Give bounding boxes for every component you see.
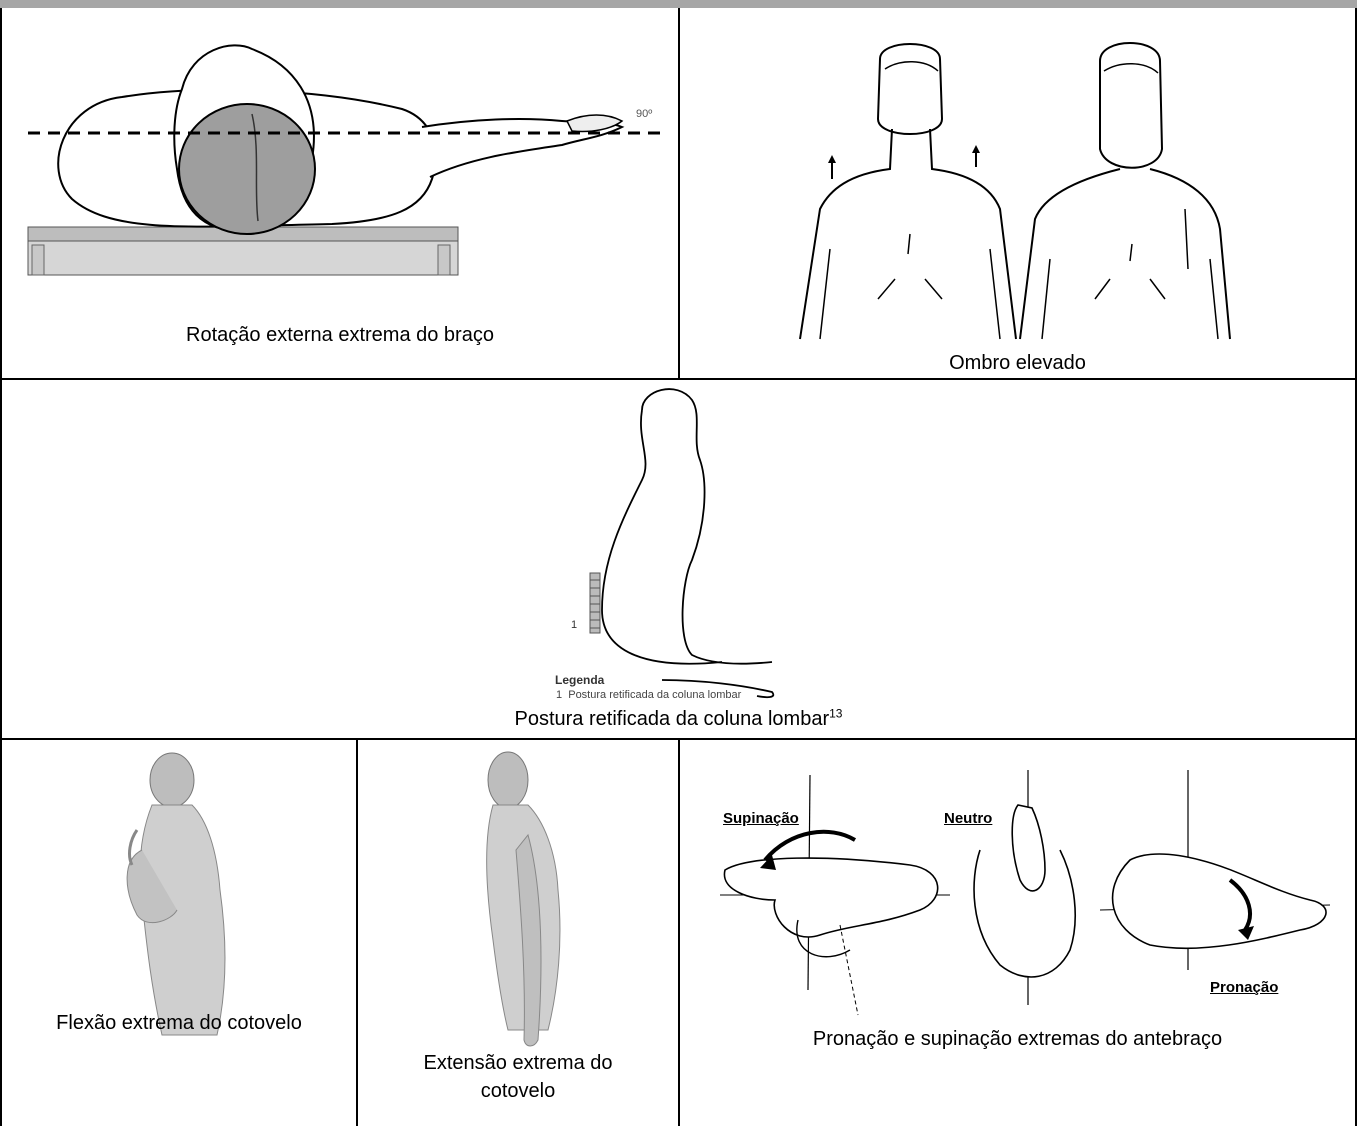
elbow-flexion-illustration [2, 740, 356, 1040]
table-header-strip [0, 0, 1357, 8]
legend-marker: 1 [571, 619, 577, 631]
cell-ombro-elevado: Ombro elevado [680, 9, 1355, 378]
cell-postura-lombar: 1 Legenda 1 Postura retificada da coluna… [2, 380, 1355, 738]
label-supinacao: Supinação [723, 810, 799, 827]
caption-rotacao: Rotação externa extrema do braço [2, 322, 678, 348]
lumbar-posture-illustration [542, 380, 942, 680]
legend-item: 1 Postura retificada da coluna lombar [556, 689, 741, 701]
caption-postura-text: Postura retificada da coluna lombar [515, 708, 830, 730]
caption-ombro: Ombro elevado [680, 350, 1355, 376]
caption-postura: Postura retificada da coluna lombar13 [2, 706, 1355, 732]
cell-rotacao-externa: 90º Rotação externa extrema do braço [2, 9, 678, 378]
label-pronacao: Pronação [1210, 979, 1278, 996]
label-neutro: Neutro [944, 810, 992, 827]
legend-title: Legenda [555, 673, 604, 687]
cell-flexao-cotovelo: Flexão extrema do cotovelo [2, 740, 356, 1126]
elbow-extension-illustration [358, 740, 678, 1050]
caption-postura-ref: 13 [829, 706, 842, 720]
caption-extensao-1: Extensão extrema do [358, 1050, 678, 1076]
shoulder-elevated-illustration [680, 9, 1355, 349]
caption-pronacao: Pronação e supinação extremas do antebra… [680, 1026, 1355, 1052]
caption-flexao: Flexão extrema do cotovelo [2, 1010, 356, 1036]
caption-extensao-2: cotovelo [358, 1078, 678, 1104]
cell-pronacao-supinacao: Supinação Neutro Pronação Pronação e sup… [680, 740, 1355, 1126]
cell-extensao-cotovelo: Extensão extrema do cotovelo [358, 740, 678, 1126]
arm-rotation-illustration [2, 9, 678, 309]
angle-label: 90º [636, 108, 652, 120]
